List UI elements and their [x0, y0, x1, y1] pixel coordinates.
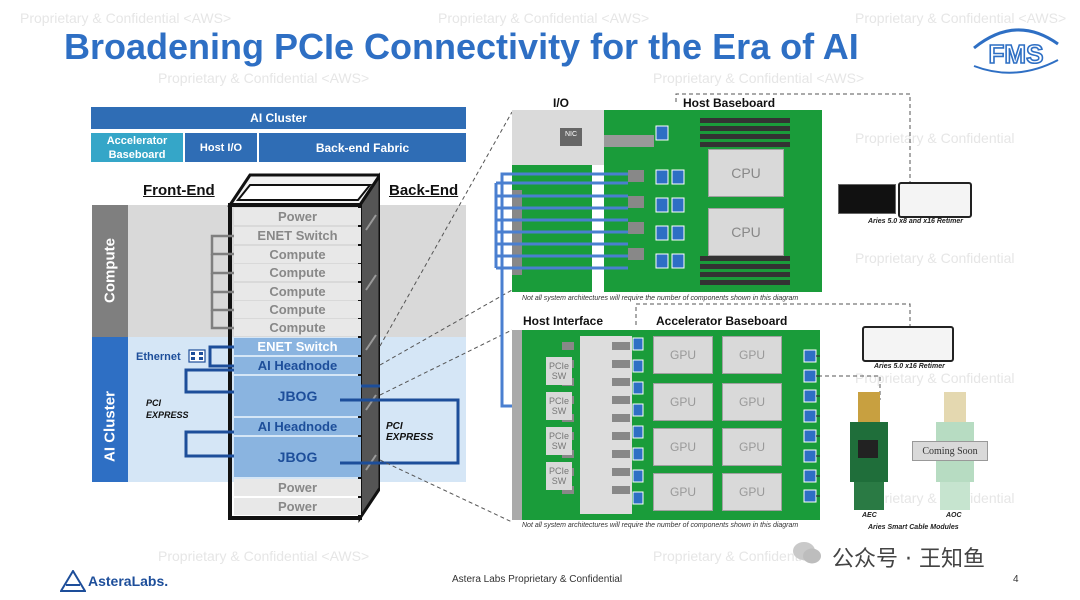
footer-confidential: Astera Labs Proprietary & Confidential	[452, 574, 623, 585]
gpu-chip: GPU	[653, 336, 713, 374]
backend-fabric-bar: Back-end Fabric	[259, 133, 466, 162]
watermark: Proprietary & Confidential	[653, 548, 813, 564]
pcie-switch: PCIe SW	[546, 357, 572, 385]
rack-slot-enet-switch: ENET Switch	[234, 227, 361, 244]
cpu-chip: CPU	[708, 149, 784, 197]
pci-express-logo-left: PCI EXPRESS	[146, 397, 204, 421]
watermark: Proprietary & Confidential	[855, 370, 1015, 386]
rack-slot-ai-headnode: AI Headnode	[234, 357, 361, 374]
fms-logo: FMS	[968, 20, 1064, 80]
host-interface-label: Host Interface	[523, 314, 604, 328]
compute-side-bar	[92, 205, 128, 337]
watermark: Proprietary & Confidential <AWS>	[653, 70, 865, 86]
aec-cable-module	[850, 392, 888, 510]
rack-slot-compute: Compute	[234, 301, 361, 318]
wechat-account: 公众号 · 王知鱼	[832, 547, 985, 572]
host-board	[512, 110, 822, 292]
pci-express-logo-right: PCI EXPRESS	[386, 421, 450, 443]
retimer-chip-x8	[838, 184, 896, 214]
pcie-switch: PCIe SW	[546, 392, 572, 420]
wechat-icon	[792, 540, 822, 566]
rack-slot-power: Power	[234, 208, 361, 225]
watermark: Proprietary & Confidential <AWS>	[20, 10, 232, 26]
aec-label: AEC	[862, 512, 877, 519]
gpu-chip: GPU	[722, 383, 782, 421]
cable-caption: Aries Smart Cable Modules	[868, 524, 959, 531]
cpu-chip: CPU	[708, 208, 784, 256]
rack-slot-compute: Compute	[234, 283, 361, 300]
watermark: Proprietary & Confidential	[855, 130, 1015, 146]
rack-slot-compute: Compute	[234, 264, 361, 281]
pcie-switch: PCIe SW	[546, 462, 572, 490]
rack-slot-compute: Compute	[234, 246, 361, 263]
host-io-bar: Host I/O	[185, 133, 257, 162]
gpu-chip: GPU	[722, 428, 782, 466]
rack-slot-jbog: JBOG	[234, 437, 361, 477]
front-end-label: Front-End	[143, 182, 215, 199]
watermark: Proprietary & Confidential	[855, 250, 1015, 266]
ai-cluster-bar: AI Cluster	[91, 107, 466, 129]
rack-slot-power: Power	[234, 479, 361, 496]
gpu-chip: GPU	[722, 473, 782, 511]
watermark: Proprietary & Confidential <AWS>	[438, 10, 650, 26]
asteralabs-logo	[59, 569, 87, 597]
rack-slot-power: Power	[234, 498, 361, 515]
aoc-label: AOC	[946, 512, 962, 519]
io-label: I/O	[553, 96, 570, 110]
host-baseboard-label: Host Baseboard	[683, 96, 776, 110]
host-board-note: Not all system architectures will requir…	[522, 295, 799, 302]
retimer-chip-x16-mid	[862, 326, 954, 362]
pcie-switch: PCIe SW	[546, 427, 572, 455]
rack-frame	[227, 172, 380, 523]
coming-soon-badge: Coming Soon	[912, 441, 988, 461]
rack-slot-enet-switch-ai: ENET Switch	[234, 338, 361, 355]
page-title: Broadening PCIe Connectivity for the Era…	[64, 26, 859, 67]
ethernet-icon	[188, 349, 206, 368]
back-end-label: Back-End	[389, 182, 459, 199]
accelerator-board-note: Not all system architectures will requir…	[522, 522, 799, 529]
gpu-chip: GPU	[722, 336, 782, 374]
rack-slot-compute: Compute	[234, 319, 361, 336]
watermark: Proprietary & Confidential	[855, 490, 1015, 506]
accelerator-baseboard-label: Accelerator Baseboard	[656, 314, 788, 328]
gpu-chip: GPU	[653, 383, 713, 421]
retimer-top-caption: Aries 5.0 x8 and x16 Retimer	[868, 218, 963, 225]
ai-cluster-side-bar	[92, 337, 128, 482]
fms-logo-text: FMS	[989, 39, 1044, 69]
watermark: Proprietary & Confidential <AWS>	[158, 70, 370, 86]
rack-slot-jbog: JBOG	[234, 376, 361, 416]
gpu-chip: GPU	[653, 473, 713, 511]
retimer-chip-x16	[898, 182, 972, 218]
pci-express-text: PCI EXPRESS	[146, 398, 189, 420]
rack-slot-ai-headnode: AI Headnode	[234, 418, 361, 435]
watermark: Proprietary & Confidential <AWS>	[855, 10, 1067, 26]
accelerator-baseboard-bar: Accelerator Baseboard	[91, 133, 183, 162]
aoc-cable-module	[936, 392, 974, 510]
page-number: 4	[1013, 574, 1019, 585]
ethernet-label: Ethernet	[136, 351, 181, 363]
nic-label: NIC	[564, 131, 578, 138]
retimer-mid-caption: Aries 5.0 x16 Retimer	[874, 363, 945, 370]
gpu-chip: GPU	[653, 428, 713, 466]
pci-express-text: PCI EXPRESS	[386, 421, 434, 443]
asteralabs-wordmark: AsteraLabs.	[88, 573, 169, 589]
watermark: Proprietary & Confidential <AWS>	[158, 548, 370, 564]
